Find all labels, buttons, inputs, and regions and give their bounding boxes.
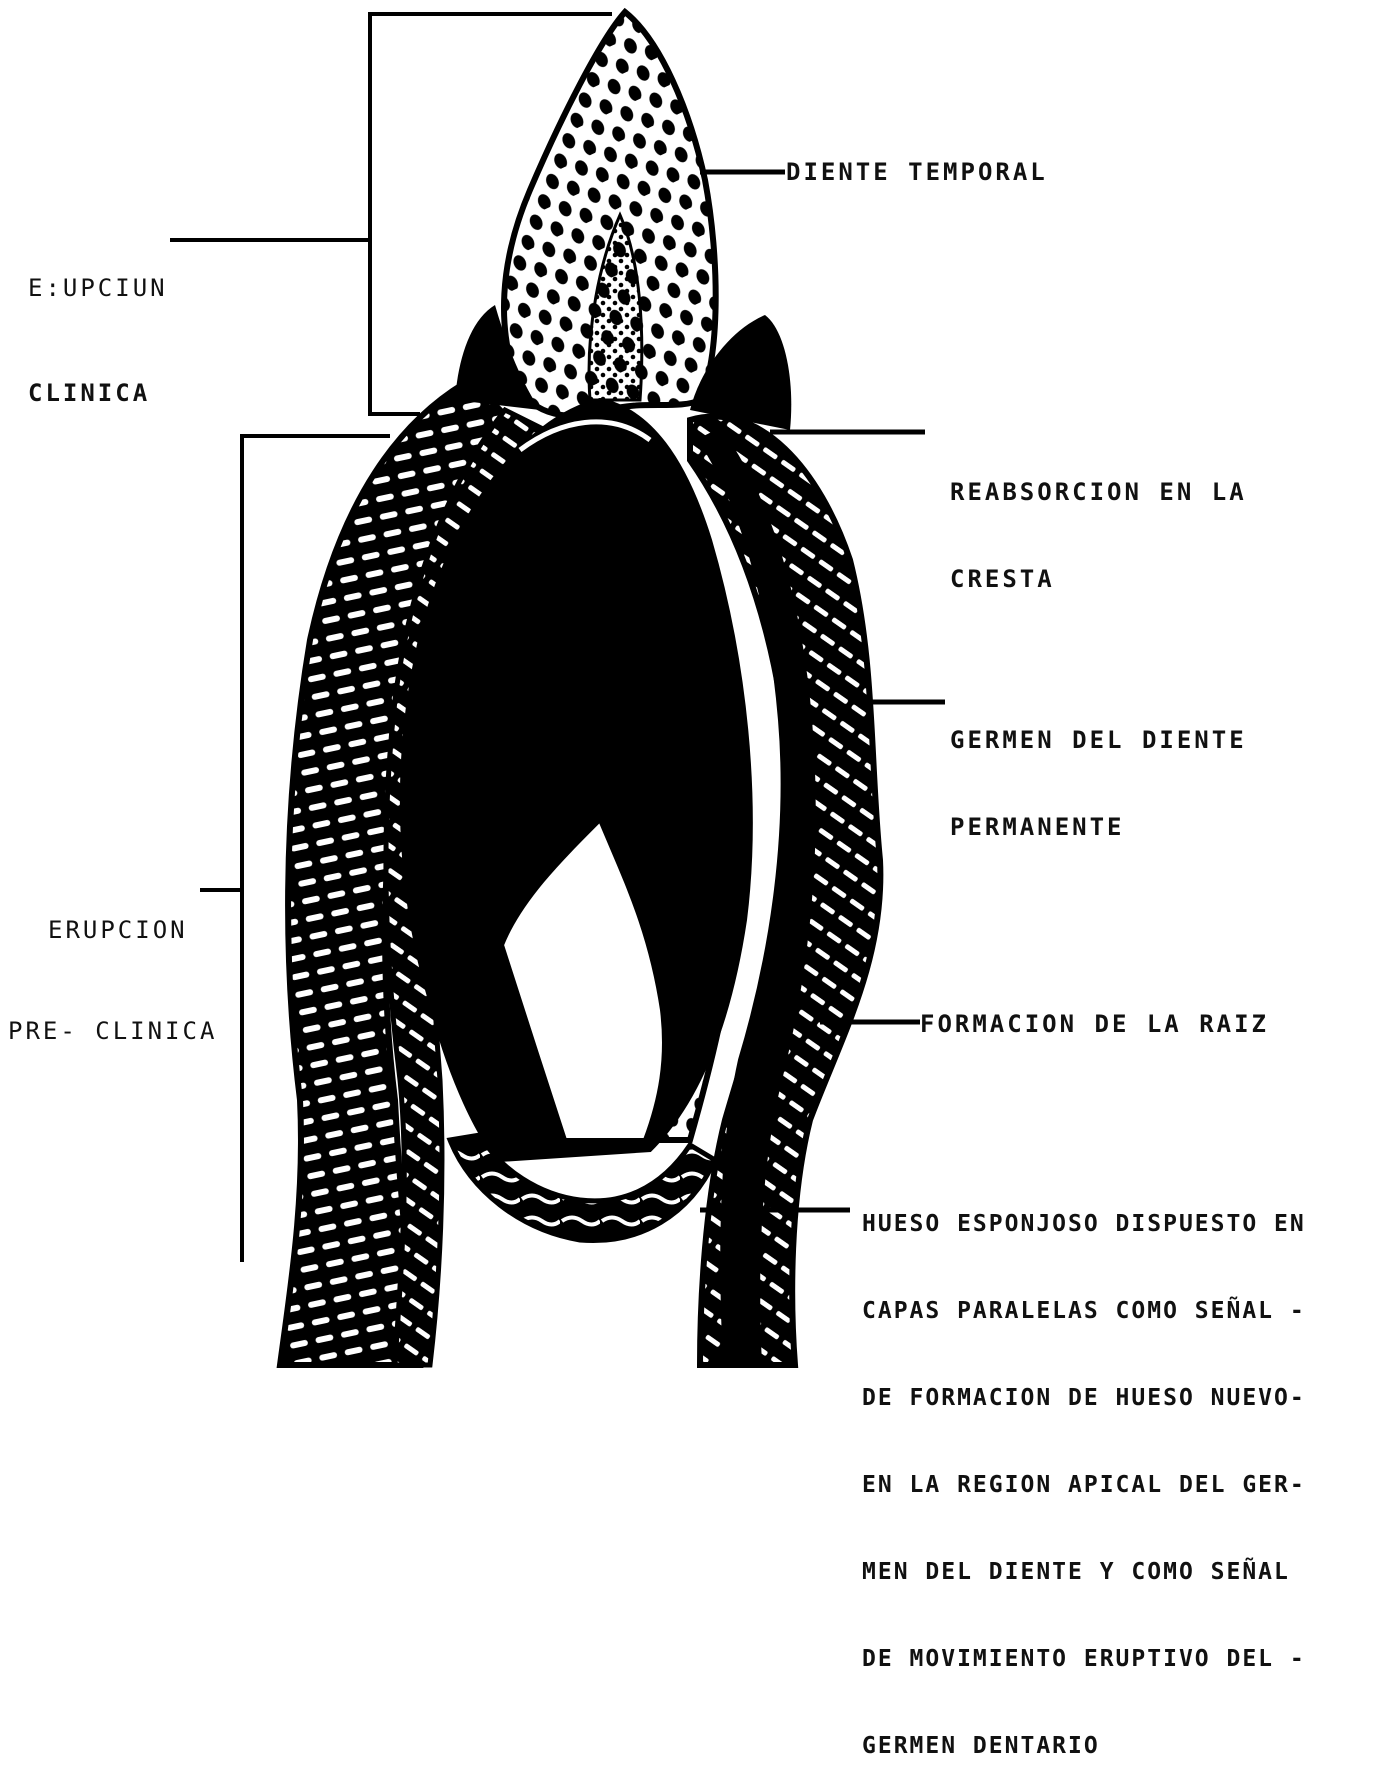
- label-erupcion-clinica: E:UPCIUN CLINICA: [28, 216, 168, 437]
- label-erupcion-clinica-line1: E:UPCIUN: [28, 274, 168, 303]
- label-erupcion-preclinica-line1: ERUPCION: [8, 916, 217, 945]
- label-hueso-line2: CAPAS PARALELAS COMO SEÑAL -: [862, 1297, 1306, 1326]
- label-reabsorcion-line2: CRESTA: [950, 565, 1247, 594]
- label-germen-line2: PERMANENTE: [950, 813, 1247, 842]
- label-erupcion-preclinica: ERUPCION PRE- CLINICA: [8, 858, 217, 1075]
- label-diente-temporal: DIENTE TEMPORAL: [786, 158, 1048, 187]
- label-hueso-line7: GERMEN DENTARIO: [862, 1732, 1306, 1761]
- label-hueso-line4: EN LA REGION APICAL DEL GER-: [862, 1471, 1306, 1500]
- label-reabsorcion-line1: REABSORCION EN LA: [950, 478, 1247, 507]
- label-erupcion-preclinica-line2: PRE- CLINICA: [8, 1017, 217, 1046]
- label-hueso-line6: DE MOVIMIENTO ERUPTIVO DEL -: [862, 1645, 1306, 1674]
- label-hueso-esponjoso: HUESO ESPONJOSO DISPUESTO EN CAPAS PARAL…: [862, 1152, 1306, 1790]
- label-hueso-line1: HUESO ESPONJOSO DISPUESTO EN: [862, 1210, 1306, 1239]
- label-reabsorcion: REABSORCION EN LA CRESTA: [950, 420, 1247, 623]
- label-hueso-line3: DE FORMACION DE HUESO NUEVO-: [862, 1384, 1306, 1413]
- label-hueso-line5: MEN DEL DIENTE Y COMO SEÑAL: [862, 1558, 1306, 1587]
- label-germen: GERMEN DEL DIENTE PERMANENTE: [950, 668, 1247, 871]
- label-germen-line1: GERMEN DEL DIENTE: [950, 726, 1247, 755]
- label-formacion-raiz: FORMACION DE LA RAIZ: [920, 1010, 1269, 1039]
- label-erupcion-clinica-line2: CLINICA: [28, 379, 168, 408]
